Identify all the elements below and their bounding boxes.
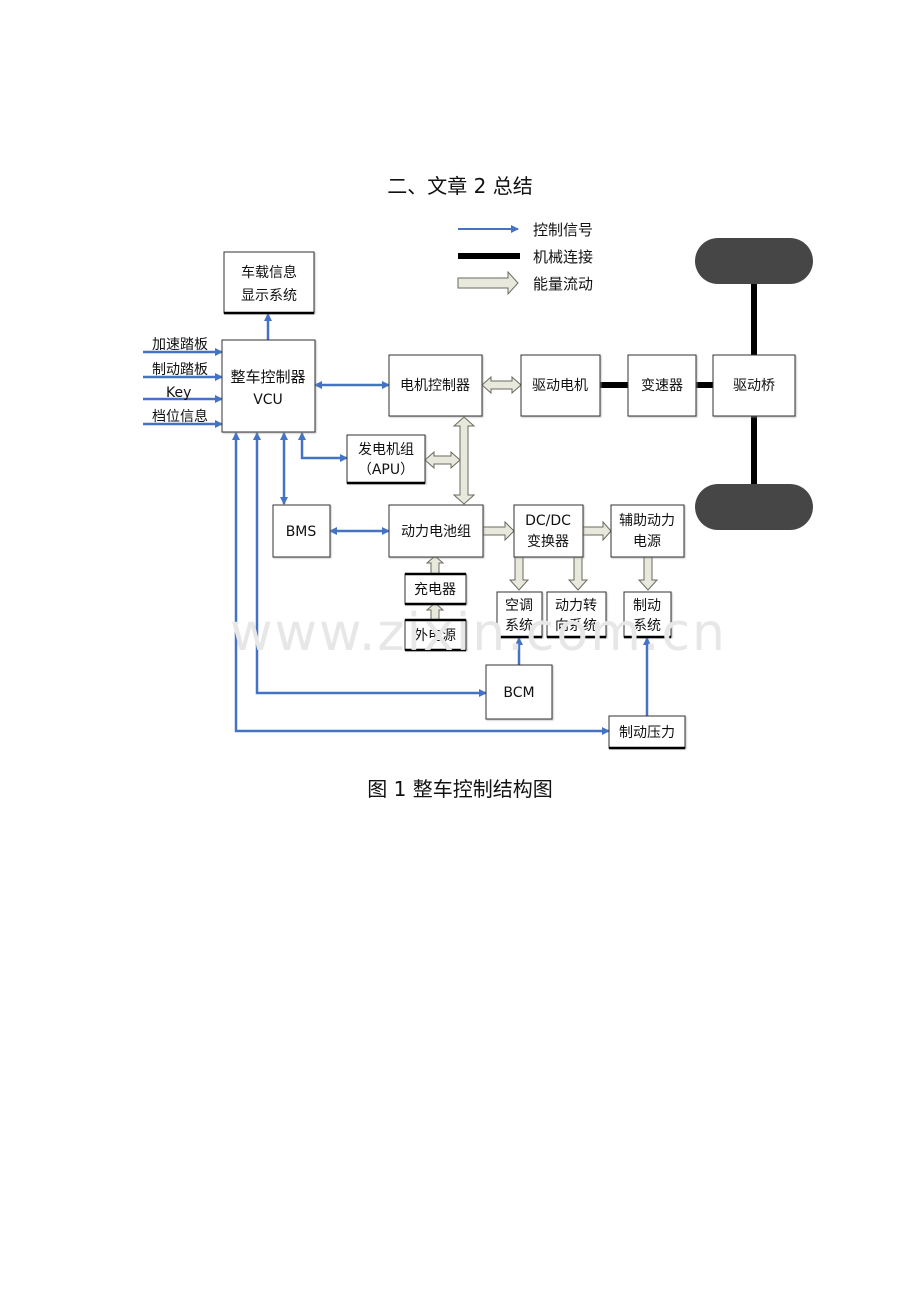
motorctrl-label: 电机控制器 [400, 378, 470, 394]
energy-motorctrl-battery [452, 416, 476, 505]
dcdc-label-2: 变换器 [527, 533, 569, 550]
energy-aux-brakesys [637, 556, 659, 591]
apu-box [346, 434, 426, 484]
bms-label: BMS [286, 524, 317, 540]
aux-power-label-1: 辅助动力 [619, 513, 675, 529]
energy-arrows [424, 375, 659, 621]
drive-axle-box [712, 354, 796, 417]
wheel-bottom [695, 484, 813, 530]
vcu-label-1: 整车控制器 [230, 368, 305, 386]
bcm-box [485, 664, 553, 720]
apu-label-1: 发电机组 [358, 442, 414, 458]
charger-box [404, 573, 467, 605]
ac-box [496, 591, 543, 638]
dcdc-label-1: DC/DC [525, 513, 571, 529]
bms-box [272, 504, 331, 558]
input-labels: 加速踏板 制动踏板 Key 档位信息 [152, 337, 208, 425]
dcdc-box [513, 504, 584, 558]
energy-dcdc-steering [567, 556, 589, 591]
display-label-1: 车载信息 [241, 264, 297, 281]
legend-mechanical-label: 机械连接 [533, 248, 593, 266]
energy-charger-battery [425, 555, 445, 575]
transmission-label: 变速器 [641, 378, 683, 394]
motorctrl-box [388, 354, 483, 417]
input-gear-label: 档位信息 [152, 408, 208, 425]
legend: 控制信号 机械连接 能量流动 [457, 221, 593, 296]
display-box [223, 251, 315, 314]
legend-energy-label: 能量流动 [533, 275, 593, 293]
apu-label-2: （APU） [358, 462, 414, 478]
ac-label-1: 空调 [505, 598, 533, 614]
drive-motor-label: 驱动电机 [532, 378, 588, 394]
legend-signal-label: 控制信号 [533, 221, 593, 239]
brake-sys-label-1: 制动 [633, 598, 661, 614]
steering-label-1: 动力转 [555, 598, 597, 614]
figure-caption: 图 1 整车控制结构图 [367, 777, 553, 801]
transmission-box [627, 354, 697, 417]
brake-sys-label-2: 系统 [633, 618, 661, 634]
energy-dcdc-aux [582, 520, 612, 542]
wheel-top [695, 238, 813, 284]
watermark: www.zixin.com.cn [230, 603, 727, 663]
energy-extpower-charger [425, 602, 445, 621]
vcu-brakepressure-arrow [232, 432, 610, 735]
input-accel-label: 加速踏板 [152, 337, 208, 353]
bcm-label: BCM [503, 685, 534, 701]
display-label-2: 显示系统 [241, 288, 297, 304]
battery-label: 动力电池组 [401, 524, 471, 540]
vcu-box [221, 339, 316, 433]
aux-power-label-2: 电源 [633, 534, 661, 550]
block-labels: 车载信息 显示系统 整车控制器 VCU 电机控制器 驱动电机 变速器 驱动桥 发… [230, 264, 775, 741]
vcu-apu-arrow [298, 432, 348, 462]
battery-box [388, 504, 484, 558]
block-accents [224, 311, 685, 750]
ac-label-2: 系统 [505, 618, 533, 634]
steering-box [546, 591, 607, 638]
drive-axle-label: 驱动桥 [733, 378, 775, 394]
ext-power-label: 外电源 [414, 628, 456, 644]
drive-motor-box [520, 354, 601, 417]
steering-label-2: 向系统 [555, 618, 597, 634]
aux-power-box [610, 504, 685, 558]
brake-pressure-label: 制动压力 [619, 725, 675, 741]
blocks [221, 251, 796, 749]
section-heading: 二、文章 2 总结 [387, 174, 533, 198]
vcu-label-2: VCU [253, 392, 283, 408]
brake-sys-box [623, 591, 672, 638]
signal-lines [143, 313, 651, 735]
energy-apu-bus [424, 450, 461, 470]
legend-energy-arrow [457, 270, 519, 296]
energy-motorctrl-motor [481, 375, 522, 395]
energy-battery-dcdc [482, 520, 515, 542]
energy-dcdc-ac [508, 556, 530, 591]
wheel-assembly [695, 238, 813, 530]
charger-label: 充电器 [414, 582, 456, 598]
input-key-label: Key [166, 385, 191, 401]
input-brake-label: 制动踏板 [152, 362, 208, 378]
